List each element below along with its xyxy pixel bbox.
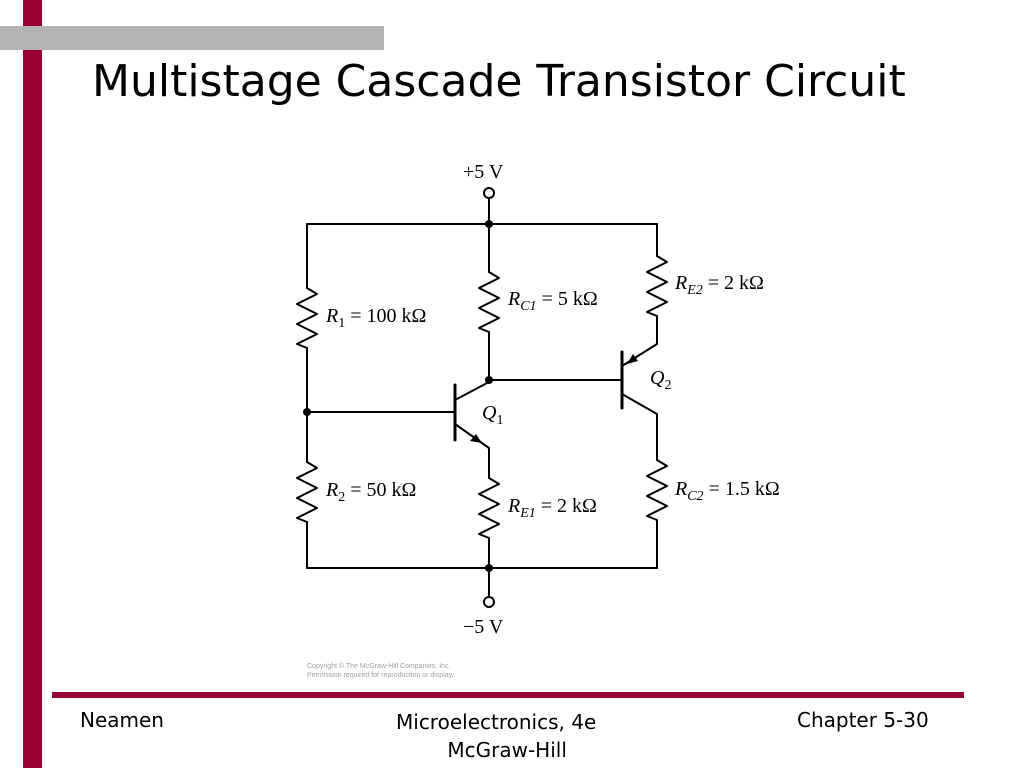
junction-dot bbox=[485, 220, 493, 228]
copyright-line: Copyright © The McGraw-Hill Companies, I… bbox=[307, 663, 451, 670]
copyright-notice: Copyright © The McGraw-Hill Companies, I… bbox=[307, 662, 454, 680]
q2-emitter-arrow bbox=[627, 354, 638, 364]
footer-chapter: Chapter 5-30 bbox=[797, 708, 929, 732]
vplus-terminal bbox=[483, 187, 495, 199]
rc2-resistor bbox=[646, 459, 668, 521]
junction-dot bbox=[303, 408, 311, 416]
slide-title: Multistage Cascade Transistor Circuit bbox=[92, 56, 906, 107]
vminus-label: −5 V bbox=[463, 616, 504, 638]
junction-dot bbox=[485, 564, 493, 572]
r2-resistor bbox=[296, 461, 318, 523]
footer-publisher: McGraw-Hill bbox=[447, 738, 567, 762]
footer-book-title: Microelectronics, 4e bbox=[396, 710, 597, 734]
rc1-label: RC1 = 5 kΩ bbox=[507, 288, 598, 314]
footer-book: Microelectronics, 4e McGraw-Hill bbox=[396, 708, 596, 764]
junction-dot bbox=[485, 376, 493, 384]
q1-label: Q1 bbox=[482, 402, 503, 428]
footer-author: Neamen bbox=[80, 708, 164, 732]
rc2-label: RC2 = 1.5 kΩ bbox=[674, 478, 780, 504]
re1-resistor bbox=[478, 477, 500, 539]
permission-line: Permission required for reproduction or … bbox=[307, 672, 454, 679]
left-accent-bar bbox=[23, 0, 42, 768]
q2-label: Q2 bbox=[650, 367, 671, 393]
vminus-terminal bbox=[483, 596, 495, 608]
r1-resistor bbox=[296, 287, 318, 349]
q1-emitter-arrow bbox=[470, 434, 482, 443]
rc1-resistor bbox=[478, 271, 500, 333]
re2-resistor bbox=[646, 255, 668, 317]
re1-label: RE1 = 2 kΩ bbox=[507, 495, 597, 521]
top-gray-bar bbox=[0, 26, 384, 50]
vplus-label: +5 V bbox=[463, 161, 504, 183]
re2-label: RE2 = 2 kΩ bbox=[674, 272, 764, 298]
r2-label: R2 = 50 kΩ bbox=[325, 479, 416, 505]
r1-label: R1 = 100 kΩ bbox=[325, 305, 426, 331]
footer-divider bbox=[52, 692, 964, 698]
